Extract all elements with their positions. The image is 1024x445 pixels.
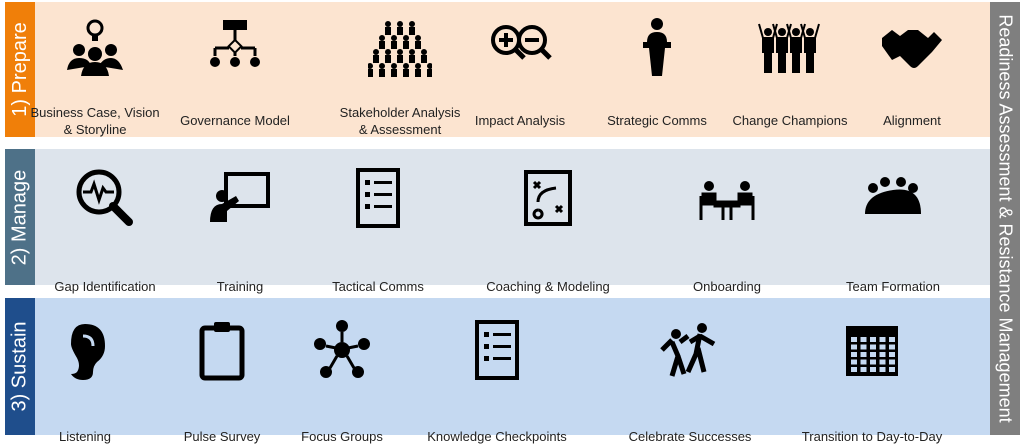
checklist-icon (475, 320, 519, 380)
item-label: Transition to Day-to-Day (801, 429, 943, 444)
phase-item: Celebrate Successes (605, 318, 775, 444)
phase-prepare-tag: 1) Prepare (5, 2, 35, 137)
phase-item: Change Champions (705, 16, 875, 128)
ear-icon (71, 324, 105, 380)
item-label: Gap Identification (54, 279, 156, 294)
calendar-icon (846, 326, 898, 376)
phase-item: Transition to Day-to-Day (787, 318, 957, 444)
phase-item: Business Case, Vision & Storyline (10, 16, 180, 137)
item-label: Impact Analysis (474, 113, 566, 128)
zoom-in-out-icon (491, 25, 552, 60)
side-banner: Readiness Assessment & Resistance Manage… (990, 2, 1020, 435)
cheering-people-icon (758, 23, 820, 73)
item-label: Alignment (883, 113, 941, 128)
phase-item: Governance Model (150, 16, 320, 128)
item-label: Onboarding (693, 279, 761, 294)
team-table-icon (865, 177, 921, 214)
phase-item: Team Formation (808, 166, 978, 294)
phase-item: Focus Groups (257, 318, 427, 444)
clipboard-icon (199, 322, 245, 381)
phase-item: Coaching & Modeling (463, 166, 633, 294)
phase-item: Gap Identification (20, 166, 190, 294)
item-label: Coaching & Modeling (486, 279, 610, 294)
item-label: Training (216, 279, 264, 294)
dancing-people-icon (660, 323, 716, 377)
phase-prepare-band (35, 2, 990, 137)
network-icon (314, 320, 370, 378)
phase-manage-band (35, 149, 990, 285)
side-label: Readiness Assessment & Resistance Manage… (995, 14, 1016, 423)
phase-item: Knowledge Checkpoints (412, 318, 582, 444)
item-label: Business Case, Vision & Storyline (30, 105, 160, 137)
meeting-table-icon (699, 181, 755, 220)
item-label: Knowledge Checkpoints (427, 429, 567, 444)
idea-team-icon (67, 19, 123, 76)
phase-item: Impact Analysis (435, 16, 605, 128)
item-label: Stakeholder Analysis & Assessment (339, 105, 461, 137)
item-label: Celebrate Successes (628, 429, 752, 444)
item-label: Governance Model (180, 113, 290, 128)
podium-icon (643, 18, 671, 76)
item-label: Team Formation (846, 279, 940, 294)
org-chart-icon (210, 20, 260, 67)
item-label: Strategic Comms (607, 113, 707, 128)
presenter-board-icon (210, 172, 270, 222)
phase-item: Onboarding (642, 166, 812, 294)
handshake-icon (882, 30, 942, 68)
phase-item: Stakeholder Analysis & Assessment (315, 16, 485, 137)
item-label: Change Champions (732, 113, 848, 128)
phase-sustain-tag: 3) Sustain (5, 298, 35, 435)
phase-item: Tactical Comms (293, 166, 463, 294)
checklist-icon (356, 168, 400, 228)
phase-item: Alignment (827, 16, 997, 128)
item-label: Tactical Comms (332, 279, 424, 294)
phase-item: Training (155, 166, 325, 294)
strategy-board-icon (524, 170, 572, 226)
item-label: Focus Groups (301, 429, 383, 444)
crowd-icon (368, 21, 432, 77)
magnifier-pulse-icon (76, 169, 133, 226)
phase-manage-tag: 2) Manage (5, 149, 35, 285)
phase-item: Strategic Comms (572, 16, 742, 128)
